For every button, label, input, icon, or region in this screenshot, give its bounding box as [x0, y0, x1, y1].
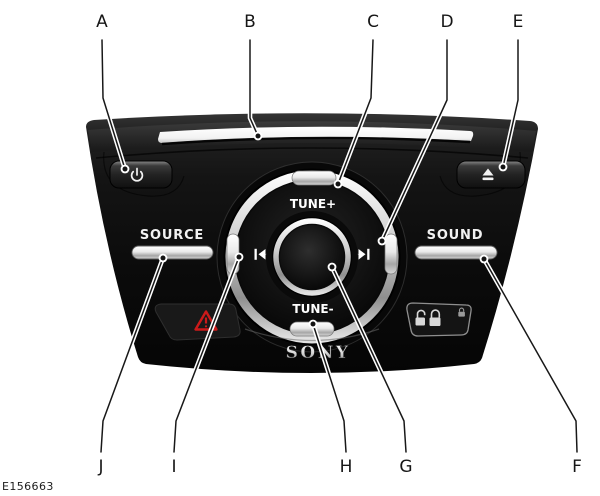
source-button: SOURCE	[131, 228, 214, 260]
eject-button	[456, 160, 526, 189]
callout-label-f: F	[572, 457, 582, 477]
center-ok-knob	[280, 225, 344, 289]
tune-dial: TUNE+ TUNE-	[216, 161, 408, 353]
power-pod-seam	[103, 151, 185, 197]
power-button	[109, 160, 173, 189]
leader-line-e	[502, 39, 519, 168]
leader-line-a	[101, 39, 126, 170]
lock-icon	[429, 309, 441, 326]
leader-line-d	[381, 39, 448, 242]
knob-chrome-ring	[273, 218, 351, 296]
seek-forward-segment	[384, 233, 398, 275]
callout-label-h: H	[339, 457, 353, 477]
callout-label-e: E	[512, 12, 524, 32]
leader-line-b	[249, 39, 259, 137]
callout-label-a: A	[96, 12, 108, 32]
tune-down-label: TUNE-	[292, 302, 333, 316]
hazard-warning-icon	[194, 310, 218, 331]
tune-up-label: TUNE+	[290, 197, 336, 211]
source-label: SOURCE	[140, 228, 204, 243]
power-button-cap	[109, 160, 173, 189]
leader-line-c	[337, 39, 374, 185]
callout-label-c: C	[367, 12, 379, 32]
bevel-seam	[95, 147, 529, 159]
leader-line-g	[331, 266, 407, 453]
leader-endpoints	[120, 131, 508, 329]
small-lock-icon	[458, 307, 465, 317]
leader-line-j	[100, 257, 164, 453]
power-icon	[130, 167, 144, 182]
lock-button	[406, 302, 472, 337]
figure-code: E156663	[2, 480, 54, 493]
callout-label-i: I	[171, 457, 177, 477]
sound-pill	[414, 245, 498, 260]
leader-line-h	[312, 323, 347, 453]
dial-recess-rim	[216, 161, 408, 353]
knob-ring-edge	[272, 217, 352, 297]
sound-label: SOUND	[427, 228, 484, 243]
callout-label-j: J	[98, 457, 104, 477]
cd-slot	[158, 126, 474, 143]
brand-logo: SONY	[286, 343, 351, 363]
source-pill	[131, 245, 214, 260]
leader-line-i	[173, 256, 240, 453]
sound-button: SOUND	[414, 228, 498, 260]
tune-up-segment	[291, 170, 337, 186]
unlock-icon	[415, 309, 426, 326]
eject-icon	[482, 168, 494, 181]
callout-label-d: D	[440, 12, 454, 32]
ring-outer-edge	[223, 168, 401, 346]
callout-lines	[98, 37, 580, 455]
leader-line-f	[483, 258, 578, 453]
callout-label-b: B	[244, 12, 256, 32]
callout-label-g: G	[399, 457, 413, 477]
